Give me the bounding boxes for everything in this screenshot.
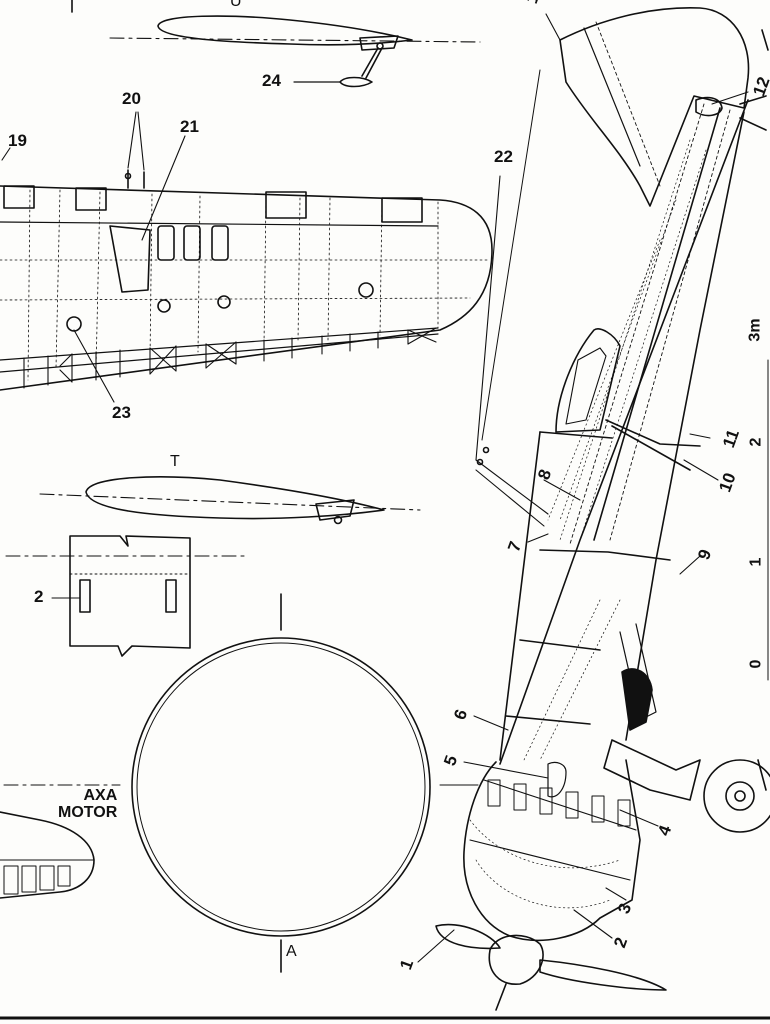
cowling-fragment bbox=[0, 811, 95, 899]
section-a-frame bbox=[3, 593, 479, 973]
callout-24: 24 bbox=[262, 71, 281, 90]
wing-plan-view bbox=[0, 169, 493, 391]
callout-21: 21 bbox=[180, 117, 199, 136]
section-label-t: T bbox=[170, 453, 180, 470]
callout-19: 19 bbox=[8, 131, 27, 150]
callout-23: 23 bbox=[112, 403, 131, 422]
section-u-profile bbox=[109, 15, 481, 88]
callout-20: 20 bbox=[122, 89, 141, 108]
flap-detail-panel bbox=[5, 535, 247, 657]
engine-axis-label-line1: AXA bbox=[83, 787, 118, 804]
scale-1: 1 bbox=[747, 557, 765, 567]
fuselage-side-view bbox=[435, 7, 770, 1011]
engine-axis-label-line2: MOTOR bbox=[58, 803, 118, 821]
section-label-a: A bbox=[286, 943, 297, 960]
callout-2-flap: 2 bbox=[34, 587, 44, 606]
section-t-profile bbox=[39, 476, 421, 525]
section-label-u: U bbox=[230, 0, 242, 10]
callout-22: 22 bbox=[494, 147, 513, 166]
scale-3m: 3m bbox=[746, 318, 764, 342]
scale-0: 0 bbox=[747, 659, 765, 669]
engine-axis-label: AXA MOTOR bbox=[58, 787, 118, 822]
scale-2: 2 bbox=[747, 437, 765, 447]
